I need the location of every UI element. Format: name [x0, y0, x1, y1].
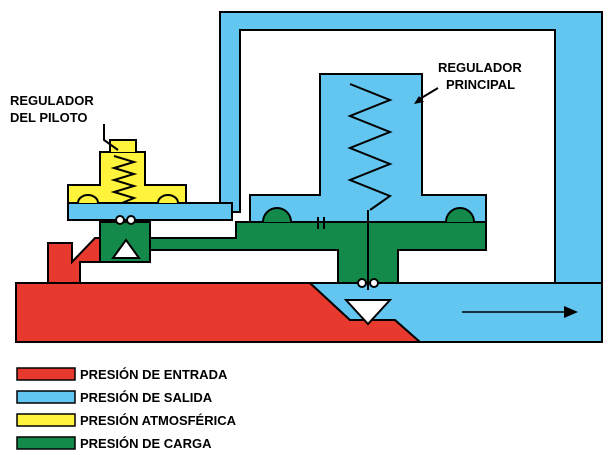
legend-label-loading: PRESIÓN DE CARGA — [80, 436, 212, 451]
legend-swatch-outlet — [16, 390, 76, 404]
valve-plug-icon — [343, 299, 393, 326]
valve-plug-icon — [111, 238, 141, 259]
right-arrow-icon — [564, 306, 578, 318]
main-regulator-body — [249, 73, 487, 223]
spring-icon — [347, 83, 393, 211]
pilot-leader-arrow — [103, 124, 119, 151]
main-leader-arrow — [417, 87, 439, 101]
legend-swatch-loading — [16, 436, 76, 450]
pilot-regulator-label-2: DEL PILOTO — [10, 110, 88, 125]
main-diaphragm-left — [262, 207, 292, 223]
pilot-diaphragm-right — [157, 194, 179, 204]
pilot-regulator-label-1: REGULADOR — [10, 93, 94, 108]
spring-icon — [110, 155, 138, 204]
loading-chamber — [149, 221, 487, 284]
pilot-lower-chamber — [67, 202, 233, 221]
pilot-diaphragm-left — [77, 194, 99, 204]
pilot-valve-link — [115, 215, 125, 225]
pilot-valve-link — [126, 215, 136, 225]
main-diaphragm-right — [445, 207, 475, 223]
legend-label-atmospheric: PRESIÓN ATMOSFÉRICA — [80, 413, 237, 428]
legend-swatch-inlet — [16, 367, 76, 381]
main-valve-link — [357, 278, 367, 288]
legend-swatch-atmospheric — [16, 413, 76, 427]
legend-label-inlet: PRESIÓN DE ENTRADA — [80, 367, 228, 382]
main-regulator-label-1: REGULADOR — [438, 60, 522, 75]
main-regulator-label-2: PRINCIPAL — [446, 77, 515, 92]
legend-label-outlet: PRESIÓN DE SALIDA — [80, 390, 213, 405]
pilot-spring-case — [67, 151, 187, 204]
outlet-body — [307, 282, 603, 343]
main-valve-link — [369, 278, 379, 288]
legend: PRESIÓN DE ENTRADA PRESIÓN DE SALIDA PRE… — [16, 367, 237, 451]
main-leader-arrowhead — [414, 96, 424, 104]
